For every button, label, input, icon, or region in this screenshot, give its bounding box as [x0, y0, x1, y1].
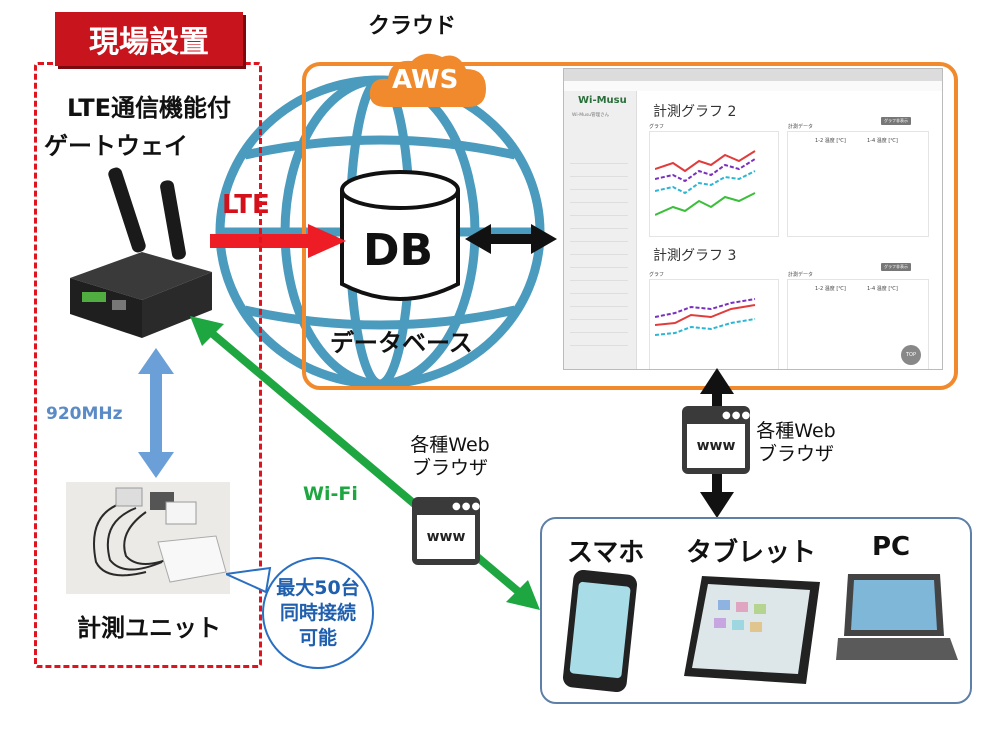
database-icon [340, 170, 460, 301]
hide-graph-button-2[interactable]: グラフ非表示 [881, 117, 911, 125]
db-app-arrow [465, 224, 557, 254]
browser-right-line1: 各種Web [756, 420, 836, 442]
wifi-label: Wi-Fi [303, 483, 358, 505]
920mhz-arrow [138, 348, 174, 478]
graph2-card [649, 131, 779, 237]
browser-right-label: 各種Web ブラウザ [748, 420, 844, 466]
data3-label: 計測データ [788, 272, 814, 278]
db-caption: データベース [330, 329, 473, 357]
smartphone-label: スマホ [567, 538, 645, 568]
graph3-lines [655, 298, 756, 336]
gateway-title-line2: ゲートウェイ [44, 132, 188, 160]
app-logo: Wi-Musu [578, 95, 627, 106]
cloud-frame [302, 62, 958, 390]
max-connections-bubble: 最大50台 同時接続 可能 [262, 557, 374, 669]
browser-left-label: 各種Web ブラウザ [402, 434, 498, 480]
browser-left-window: www [417, 515, 475, 559]
browser-left-line2: ブラウザ [411, 457, 488, 479]
920mhz-label: 920MHz [46, 404, 123, 424]
gateway-title-line1: LTE通信機能付 [66, 94, 232, 122]
graph3-label: グラフ [649, 272, 665, 278]
app-main: 計測グラフ 2 グラフ非表示 グラフ 計測データ 1-2 温度 [℃] 1-4 … [637, 91, 942, 369]
measuring-unit-icon [93, 487, 227, 583]
measuring-unit-label: 計測ユニット [77, 614, 221, 642]
app-user: Wi-Musu管理さん [572, 113, 610, 118]
bubble-line2: 同時接続 [279, 601, 356, 624]
hide-graph-button-3[interactable]: グラフ非表示 [881, 263, 911, 271]
bubble-line3: 可能 [298, 626, 337, 649]
data2-card [787, 131, 929, 237]
graph3-title: 計測グラフ 3 [653, 248, 737, 264]
graph2-title: 計測グラフ 2 [653, 104, 737, 120]
smartphone-icon [562, 570, 638, 692]
tablet-icon [684, 576, 820, 684]
data3-col1: 1-2 温度 [℃] [815, 286, 846, 292]
gateway-device-icon [70, 167, 212, 338]
data3-col2: 1-4 温度 [℃] [867, 286, 898, 292]
browser-right-line2: ブラウザ [757, 443, 834, 465]
browser-right-icon: ●●● www [682, 406, 750, 474]
browser-left-icon: ●●● www [412, 497, 480, 565]
browser-right-window: www [687, 424, 745, 468]
db-label: DB [363, 225, 434, 276]
browser-right-dots: ●●● [722, 410, 752, 421]
browser-tab-bar [564, 69, 942, 81]
tablet-label: タブレット [686, 538, 817, 568]
site-badge: 現場設置 [55, 12, 243, 66]
sidebar-menu-lines [570, 151, 628, 351]
bubble-line1: 最大50台 [276, 576, 360, 599]
aws-label: AWS [392, 65, 459, 95]
pc-icon [836, 574, 958, 660]
top-button[interactable]: TOP [901, 345, 921, 365]
app-screenshot: Wi-Musu Wi-Musu管理さん 計測グラフ 2 グラフ非表示 グラフ 計… [563, 68, 943, 370]
browser-left-dots: ●●● [452, 501, 482, 512]
bubble-tail [226, 566, 272, 594]
cloud-title: クラウド [368, 14, 457, 39]
graph2-lines [655, 150, 756, 216]
app-sidebar: Wi-Musu Wi-Musu管理さん [564, 91, 637, 369]
browser-left-line1: 各種Web [410, 434, 490, 456]
data2-col1: 1-2 温度 [℃] [815, 138, 846, 144]
data2-label: 計測データ [788, 124, 814, 130]
graph2-label: グラフ [649, 124, 665, 130]
aws-cloud-icon [369, 53, 486, 107]
data2-col2: 1-4 温度 [℃] [867, 138, 898, 144]
pc-label: PC [872, 532, 911, 562]
